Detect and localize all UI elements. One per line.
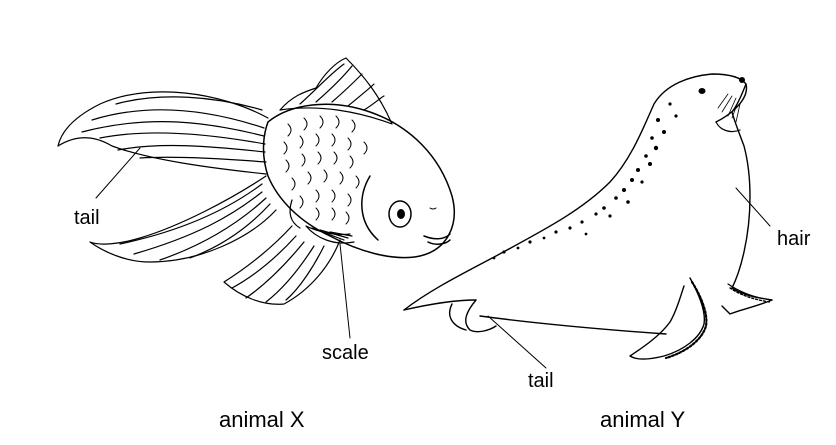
fish-tail-label: tail xyxy=(74,207,100,229)
fish-scale-leader-line xyxy=(339,243,351,339)
seal-nose xyxy=(739,77,745,83)
seal-hair-label: hair xyxy=(777,228,811,250)
goldfish-drawing xyxy=(57,57,455,305)
fish-lower-fin xyxy=(223,199,341,305)
fish-scale-label: scale xyxy=(322,342,369,364)
seal-snout xyxy=(715,83,748,123)
seal-drawing xyxy=(403,73,773,360)
fish-nostril xyxy=(429,207,437,210)
seal-tail-leader-line xyxy=(487,315,547,369)
fish-mouth xyxy=(423,233,451,245)
fish-eye xyxy=(388,200,412,228)
seal-front-flipper xyxy=(629,277,773,360)
seal-rear-flippers xyxy=(403,299,497,333)
seal-eye xyxy=(698,88,706,94)
animal-x-caption: animal X xyxy=(219,407,305,432)
seal-whiskers xyxy=(717,93,741,123)
fish-dorsal-fin xyxy=(279,57,393,125)
seal-belly xyxy=(479,315,667,335)
animal-y-caption: animal Y xyxy=(600,407,686,432)
fish-body xyxy=(262,103,455,259)
seal-spots xyxy=(492,102,678,260)
fish-lower-tail xyxy=(89,175,277,263)
fish-gill-cover xyxy=(361,175,379,241)
fish-tail-leader-line xyxy=(95,147,141,199)
fish-scales xyxy=(283,115,368,225)
fish-upper-tail xyxy=(57,91,269,175)
seal-body xyxy=(403,73,773,315)
fish-pectoral-fin xyxy=(305,225,355,244)
seal-chin xyxy=(715,121,741,133)
seal-hair-leader-line xyxy=(735,187,771,227)
seal-tail-label: tail xyxy=(528,370,554,392)
